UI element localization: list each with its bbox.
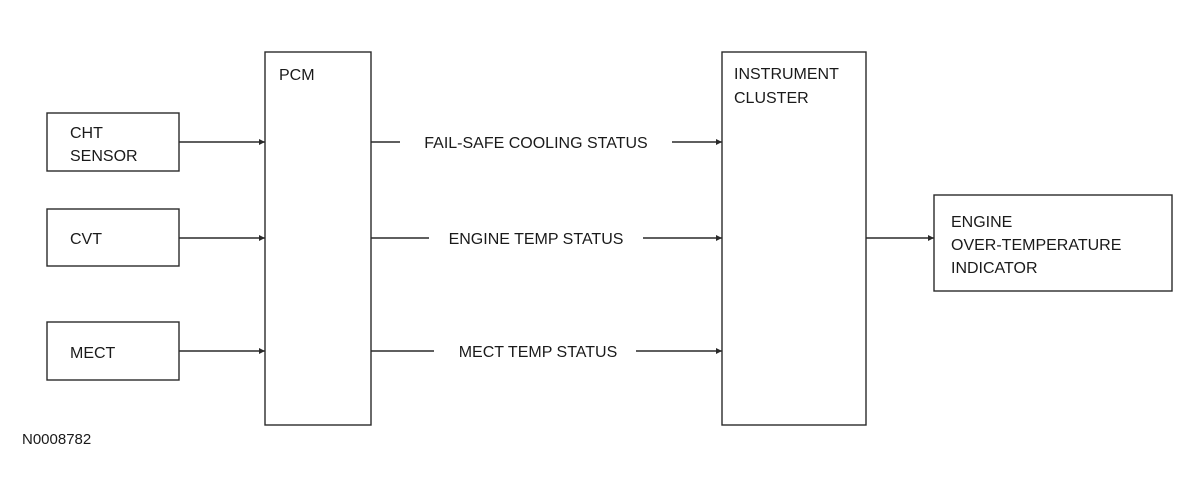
- engine-indicator-label-line1: ENGINE: [951, 214, 1012, 231]
- engine-indicator-block: ENGINE OVER-TEMPERATURE INDICATOR: [933, 194, 1173, 292]
- cvt-box: [46, 208, 180, 267]
- fail-safe-label: FAIL-SAFE COOLING STATUS: [424, 135, 647, 152]
- mect-temp-signal: MECT TEMP STATUS: [371, 344, 722, 361]
- mect-block: MECT: [46, 321, 180, 381]
- cht-sensor-block: CHT SENSOR: [46, 112, 180, 172]
- figure-id: N0008782: [22, 431, 91, 448]
- cht-sensor-label-line2: SENSOR: [70, 148, 138, 165]
- engine-temp-label: ENGINE TEMP STATUS: [449, 231, 624, 248]
- engine-indicator-box: [933, 194, 1173, 292]
- instrument-cluster-label-line1: INSTRUMENT: [734, 66, 839, 83]
- cht-sensor-label-line1: CHT: [70, 125, 103, 142]
- engine-indicator-label-line2: OVER-TEMPERATURE: [951, 237, 1121, 254]
- cvt-label: CVT: [70, 231, 102, 248]
- pcm-block: PCM: [264, 51, 372, 426]
- engine-temp-signal: ENGINE TEMP STATUS: [371, 231, 722, 248]
- pcm-label: PCM: [279, 67, 315, 84]
- instrument-cluster-box: [721, 51, 867, 426]
- pcm-box: [264, 51, 372, 426]
- mect-label: MECT: [70, 345, 116, 362]
- instrument-cluster-block: INSTRUMENT CLUSTER: [721, 51, 867, 426]
- cvt-block: CVT: [46, 208, 180, 267]
- cht-sensor-box: [46, 112, 180, 172]
- mect-temp-label: MECT TEMP STATUS: [459, 344, 618, 361]
- instrument-cluster-label-line2: CLUSTER: [734, 90, 809, 107]
- mect-box: [46, 321, 180, 381]
- fail-safe-signal: FAIL-SAFE COOLING STATUS: [371, 135, 722, 152]
- engine-indicator-label-line3: INDICATOR: [951, 260, 1038, 277]
